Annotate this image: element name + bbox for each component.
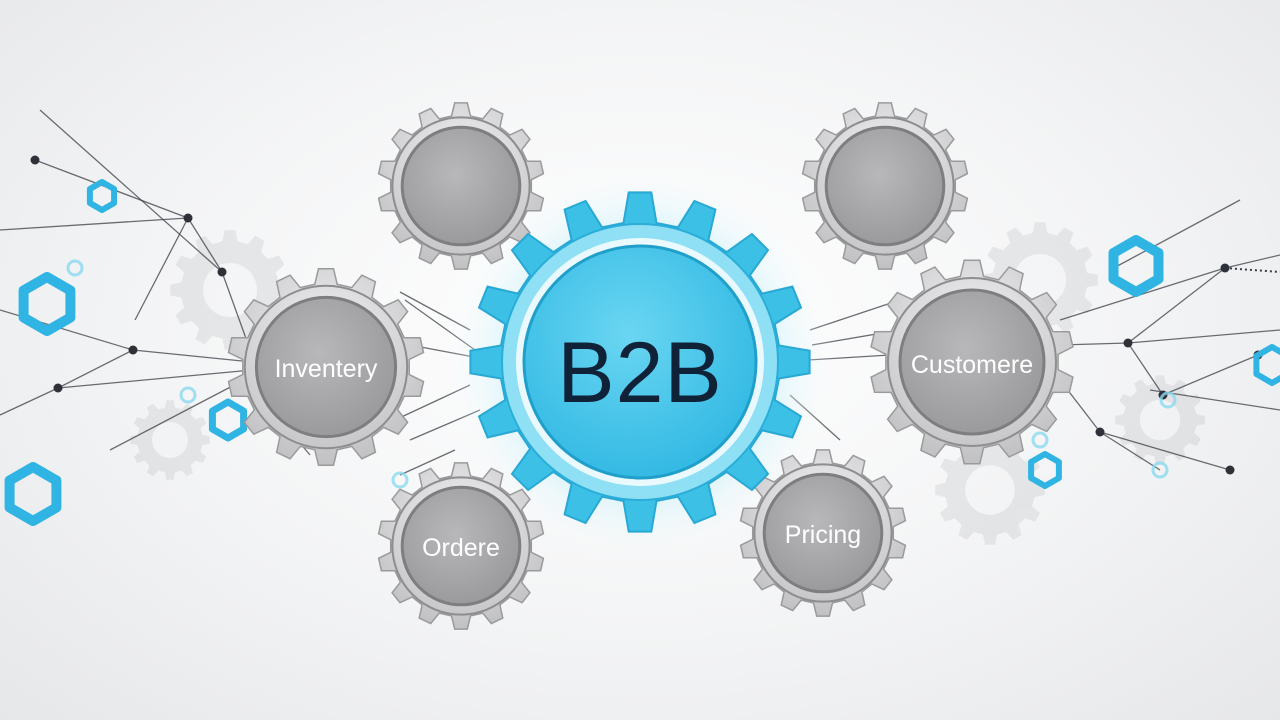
network-node — [30, 155, 40, 165]
hexagon-icon — [4, 462, 62, 526]
network-line — [39, 109, 223, 273]
gear-top-left — [377, 102, 545, 270]
background-gear-hole — [203, 263, 257, 317]
gear-inventory — [227, 267, 425, 467]
gear-pricing — [739, 449, 907, 617]
network-line — [1162, 354, 1259, 396]
gear-face — [400, 485, 522, 607]
network-line — [1099, 431, 1231, 471]
background-gear-hole — [965, 465, 1015, 515]
gear-rim — [887, 277, 1057, 447]
gear-face — [400, 125, 522, 247]
network-node — [1123, 338, 1133, 348]
gear-rim — [391, 476, 531, 616]
gear-center — [469, 191, 811, 533]
network-line — [1099, 431, 1161, 471]
network-line-dotted — [1224, 267, 1280, 273]
background-gear-hole — [1139, 399, 1181, 441]
network-ring-node — [66, 259, 84, 277]
gear-face — [898, 288, 1046, 436]
center-label: B2B — [557, 325, 723, 421]
network-line — [1127, 342, 1164, 396]
gear-face — [762, 472, 884, 594]
network-ring-node — [1151, 461, 1169, 479]
background-gear-hole — [152, 422, 188, 458]
network-line — [0, 387, 59, 416]
hexagon-icon — [1108, 235, 1164, 297]
network-line — [187, 217, 223, 273]
inventory-label: Inventery — [275, 355, 378, 383]
network-line — [1224, 254, 1280, 269]
network-ring-node — [391, 471, 409, 489]
network-ring-node — [1159, 391, 1177, 409]
network-line — [399, 449, 456, 476]
network-line — [132, 349, 253, 363]
hexagon-icon — [86, 179, 118, 213]
network-node — [53, 383, 63, 393]
network-node — [1220, 263, 1230, 273]
gear-rim — [391, 116, 531, 256]
background-gear-hole — [1013, 253, 1067, 307]
network-node — [1225, 465, 1235, 475]
network-node — [128, 345, 138, 355]
gear-orders — [377, 462, 545, 630]
network-ring-node — [1031, 431, 1049, 449]
network-line — [134, 217, 189, 321]
network-node — [183, 213, 193, 223]
network-node — [217, 267, 227, 277]
background-gear — [935, 435, 1045, 545]
gear-face — [254, 295, 398, 439]
network-line — [0, 217, 189, 231]
network-line — [1127, 267, 1226, 344]
hexagon-icon — [1253, 344, 1280, 386]
network-line — [1109, 199, 1241, 271]
network-line — [57, 369, 253, 389]
customers-label: Customere — [911, 351, 1033, 379]
network-node — [1095, 427, 1105, 437]
network-line — [1127, 329, 1280, 344]
hexagon-icon — [1028, 451, 1062, 489]
gear-rim — [815, 116, 955, 256]
background-gear — [130, 400, 210, 480]
gear-face — [824, 125, 946, 247]
orders-label: Ordere — [422, 534, 500, 562]
center-gear-face — [522, 244, 758, 480]
network-ring-node — [179, 386, 197, 404]
pricing-label: Pricing — [785, 521, 861, 549]
hexagon-icon — [18, 272, 76, 336]
gear-customers — [870, 259, 1074, 465]
gear-top-right — [801, 102, 969, 270]
gear-rim — [753, 463, 893, 603]
network-line — [57, 349, 134, 389]
network-line — [109, 381, 241, 451]
hexagon-nodes — [4, 179, 1280, 526]
gear-rim — [243, 284, 409, 450]
hexagon-icon — [208, 398, 248, 442]
